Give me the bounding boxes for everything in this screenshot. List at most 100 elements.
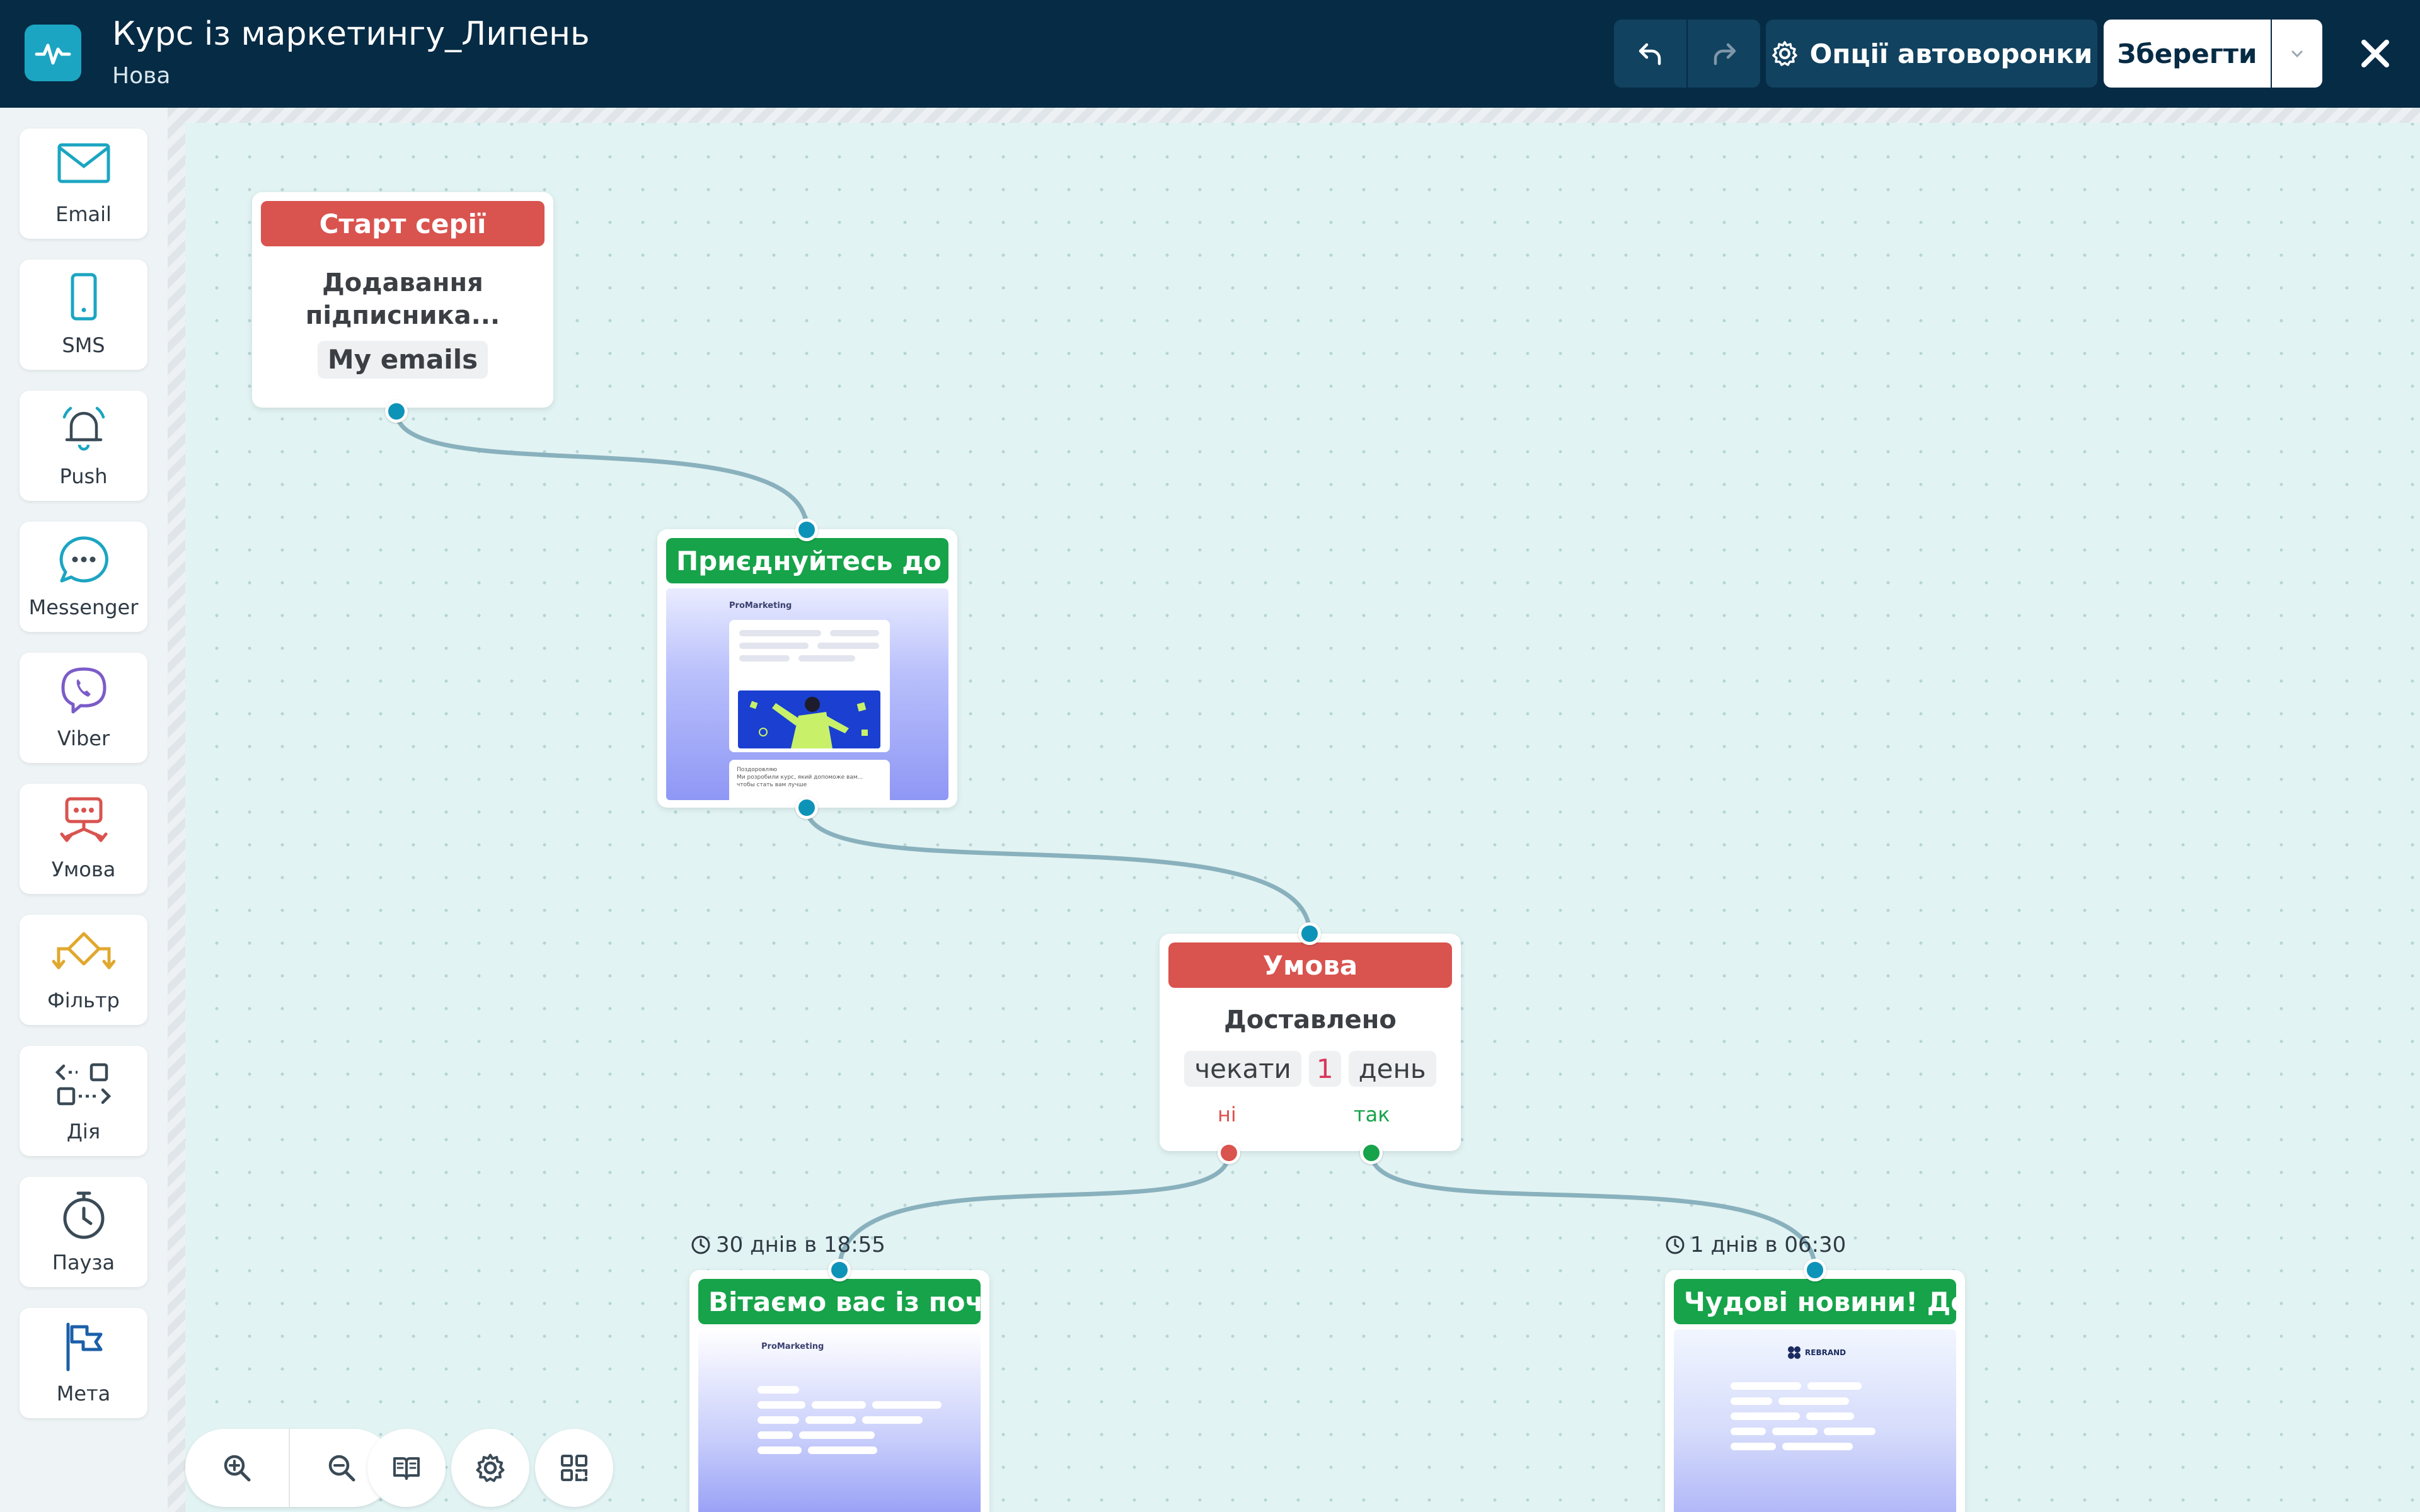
preview-line: [799, 1431, 875, 1439]
preview-body: Поздоровляю Ми розробили курс, який допо…: [729, 760, 890, 800]
condition-node[interactable]: Умова Доставлено чекати 1 день ні так: [1160, 934, 1461, 1151]
email-node-2-input-port[interactable]: [828, 1259, 851, 1281]
email-preview-3: REBRAND: [1674, 1329, 1956, 1512]
save-options-dropdown[interactable]: [2272, 20, 2322, 88]
palette-item-label: Email: [55, 202, 112, 226]
condition-node-input-port[interactable]: [1298, 922, 1321, 945]
start-node[interactable]: Старт серії Додавання підписника... My e…: [252, 192, 553, 408]
preview-line: [817, 643, 879, 649]
email-node-3-input-port[interactable]: [1804, 1259, 1826, 1281]
save-button[interactable]: Зберегти: [2104, 20, 2271, 88]
palette-item-condition[interactable]: Умова: [20, 784, 147, 894]
condition-wait: чекати 1 день: [1160, 1051, 1461, 1087]
phone-icon: [71, 273, 96, 321]
chat-bubble-icon: [59, 536, 108, 583]
email-node-1[interactable]: Приєднуйтесь до ... ProMarketing: [657, 529, 957, 808]
preview-line: [1806, 1412, 1854, 1420]
email-node-1-output-port[interactable]: [795, 796, 818, 819]
zoom-out-button[interactable]: [290, 1429, 393, 1507]
wait-value-chip: 1: [1308, 1051, 1341, 1087]
bell-icon: [62, 406, 105, 451]
palette-item-filter[interactable]: Фільтр: [20, 915, 147, 1025]
list-chip: My emails: [317, 341, 488, 379]
condition-yes-output-port[interactable]: [1360, 1142, 1383, 1164]
delay-text: 1 днів в 06:30: [1690, 1232, 1847, 1257]
delay-text: 30 днів в 18:55: [716, 1232, 885, 1257]
palette-item-label: Мета: [56, 1382, 111, 1406]
preview-line: [758, 1431, 793, 1439]
preview-line: [862, 1416, 923, 1424]
preview-text: чтобы стать вам лучше: [737, 782, 807, 788]
preview-line: [1731, 1397, 1772, 1405]
palette-item-label: Push: [59, 464, 108, 488]
campaign-title[interactable]: Курс із маркетингу_Липень: [112, 15, 590, 53]
chevron-down-icon: [2291, 50, 2303, 58]
email-node-3-delay: 1 днів в 06:30: [1665, 1232, 1846, 1257]
preview-line: [1807, 1382, 1862, 1390]
campaign-status: Нова: [112, 63, 171, 89]
palette-item-pause[interactable]: Пауза: [20, 1177, 147, 1287]
preview-line: [739, 643, 809, 649]
top-bar: Курс із маркетингу_Липень Нова Опції авт…: [0, 0, 2420, 108]
palette-item-messenger[interactable]: Messenger: [20, 522, 147, 632]
preview-line: [1731, 1382, 1801, 1390]
condition-node-header: Умова: [1168, 942, 1452, 988]
trigger-line-1: Додавання: [322, 268, 483, 297]
start-node-output-port[interactable]: [385, 400, 408, 423]
preview-line: [1731, 1412, 1800, 1420]
palette-item-label: Дія: [66, 1120, 101, 1143]
preview-line: [758, 1386, 799, 1394]
palette-item-push[interactable]: Push: [20, 391, 147, 501]
email-node-3-header: Чудові новини! До ...: [1674, 1279, 1956, 1324]
preview-line: [798, 655, 855, 662]
envelope-icon: [57, 143, 110, 183]
palette-item-sms[interactable]: SMS: [20, 260, 147, 370]
filter-icon: [52, 932, 115, 970]
preview-line: [739, 655, 790, 662]
funnel-options-button[interactable]: Опції автоворонки: [1766, 20, 2097, 88]
gear-icon: [1772, 41, 1797, 66]
grid-layout-icon: [561, 1455, 587, 1481]
palette-item-action[interactable]: Дія: [20, 1046, 147, 1156]
condition-no-output-port[interactable]: [1218, 1142, 1240, 1164]
close-button[interactable]: [2347, 25, 2404, 82]
condition-title: Доставлено: [1224, 1005, 1397, 1034]
palette-item-label: Viber: [57, 726, 110, 750]
minimap-button[interactable]: [535, 1429, 613, 1507]
palette-item-goal[interactable]: Мета: [20, 1308, 147, 1418]
rebrand-logo-icon: [1788, 1346, 1801, 1359]
email-node-1-input-port[interactable]: [795, 518, 818, 541]
app-logo[interactable]: [25, 25, 81, 81]
guide-button[interactable]: [367, 1429, 446, 1507]
palette-item-label: Фільтр: [47, 988, 120, 1012]
divider: [289, 1429, 290, 1507]
divider: [1686, 20, 1688, 88]
preview-line: [812, 1401, 866, 1409]
palette-item-label: SMS: [62, 333, 105, 357]
pulse-icon: [35, 43, 71, 65]
preview-line: [1782, 1443, 1853, 1450]
zoom-in-button[interactable]: [185, 1429, 289, 1507]
book-icon: [393, 1457, 420, 1480]
preview-line: [739, 630, 821, 636]
gear-icon: [476, 1453, 505, 1482]
canvas-settings-button[interactable]: [451, 1429, 529, 1507]
preview-line: [758, 1401, 805, 1409]
wait-label-chip: чекати: [1184, 1051, 1301, 1087]
email-node-2-header: Вітаємо вас із поч...: [698, 1279, 981, 1324]
undo-button[interactable]: [1614, 20, 1686, 88]
flag-icon: [66, 1322, 102, 1372]
email-preview-2: ProMarketing: [698, 1329, 981, 1512]
clock-icon: [691, 1235, 710, 1254]
email-node-3[interactable]: Чудові новини! До ... REBRAND: [1665, 1270, 1965, 1512]
email-node-1-header: Приєднуйтесь до ...: [666, 538, 948, 583]
trigger-line-2: підписника...: [305, 301, 500, 330]
redo-button[interactable]: [1688, 20, 1760, 88]
palette-item-viber[interactable]: Viber: [20, 653, 147, 763]
email-node-2-delay: 30 днів в 18:55: [691, 1232, 885, 1257]
email-node-2[interactable]: Вітаємо вас із поч... ProMarketing: [689, 1270, 989, 1512]
preview-line: [758, 1416, 799, 1424]
canvas-border-top: [168, 108, 2420, 123]
palette-item-email[interactable]: Email: [20, 129, 147, 239]
zoom-in-icon: [224, 1455, 251, 1482]
